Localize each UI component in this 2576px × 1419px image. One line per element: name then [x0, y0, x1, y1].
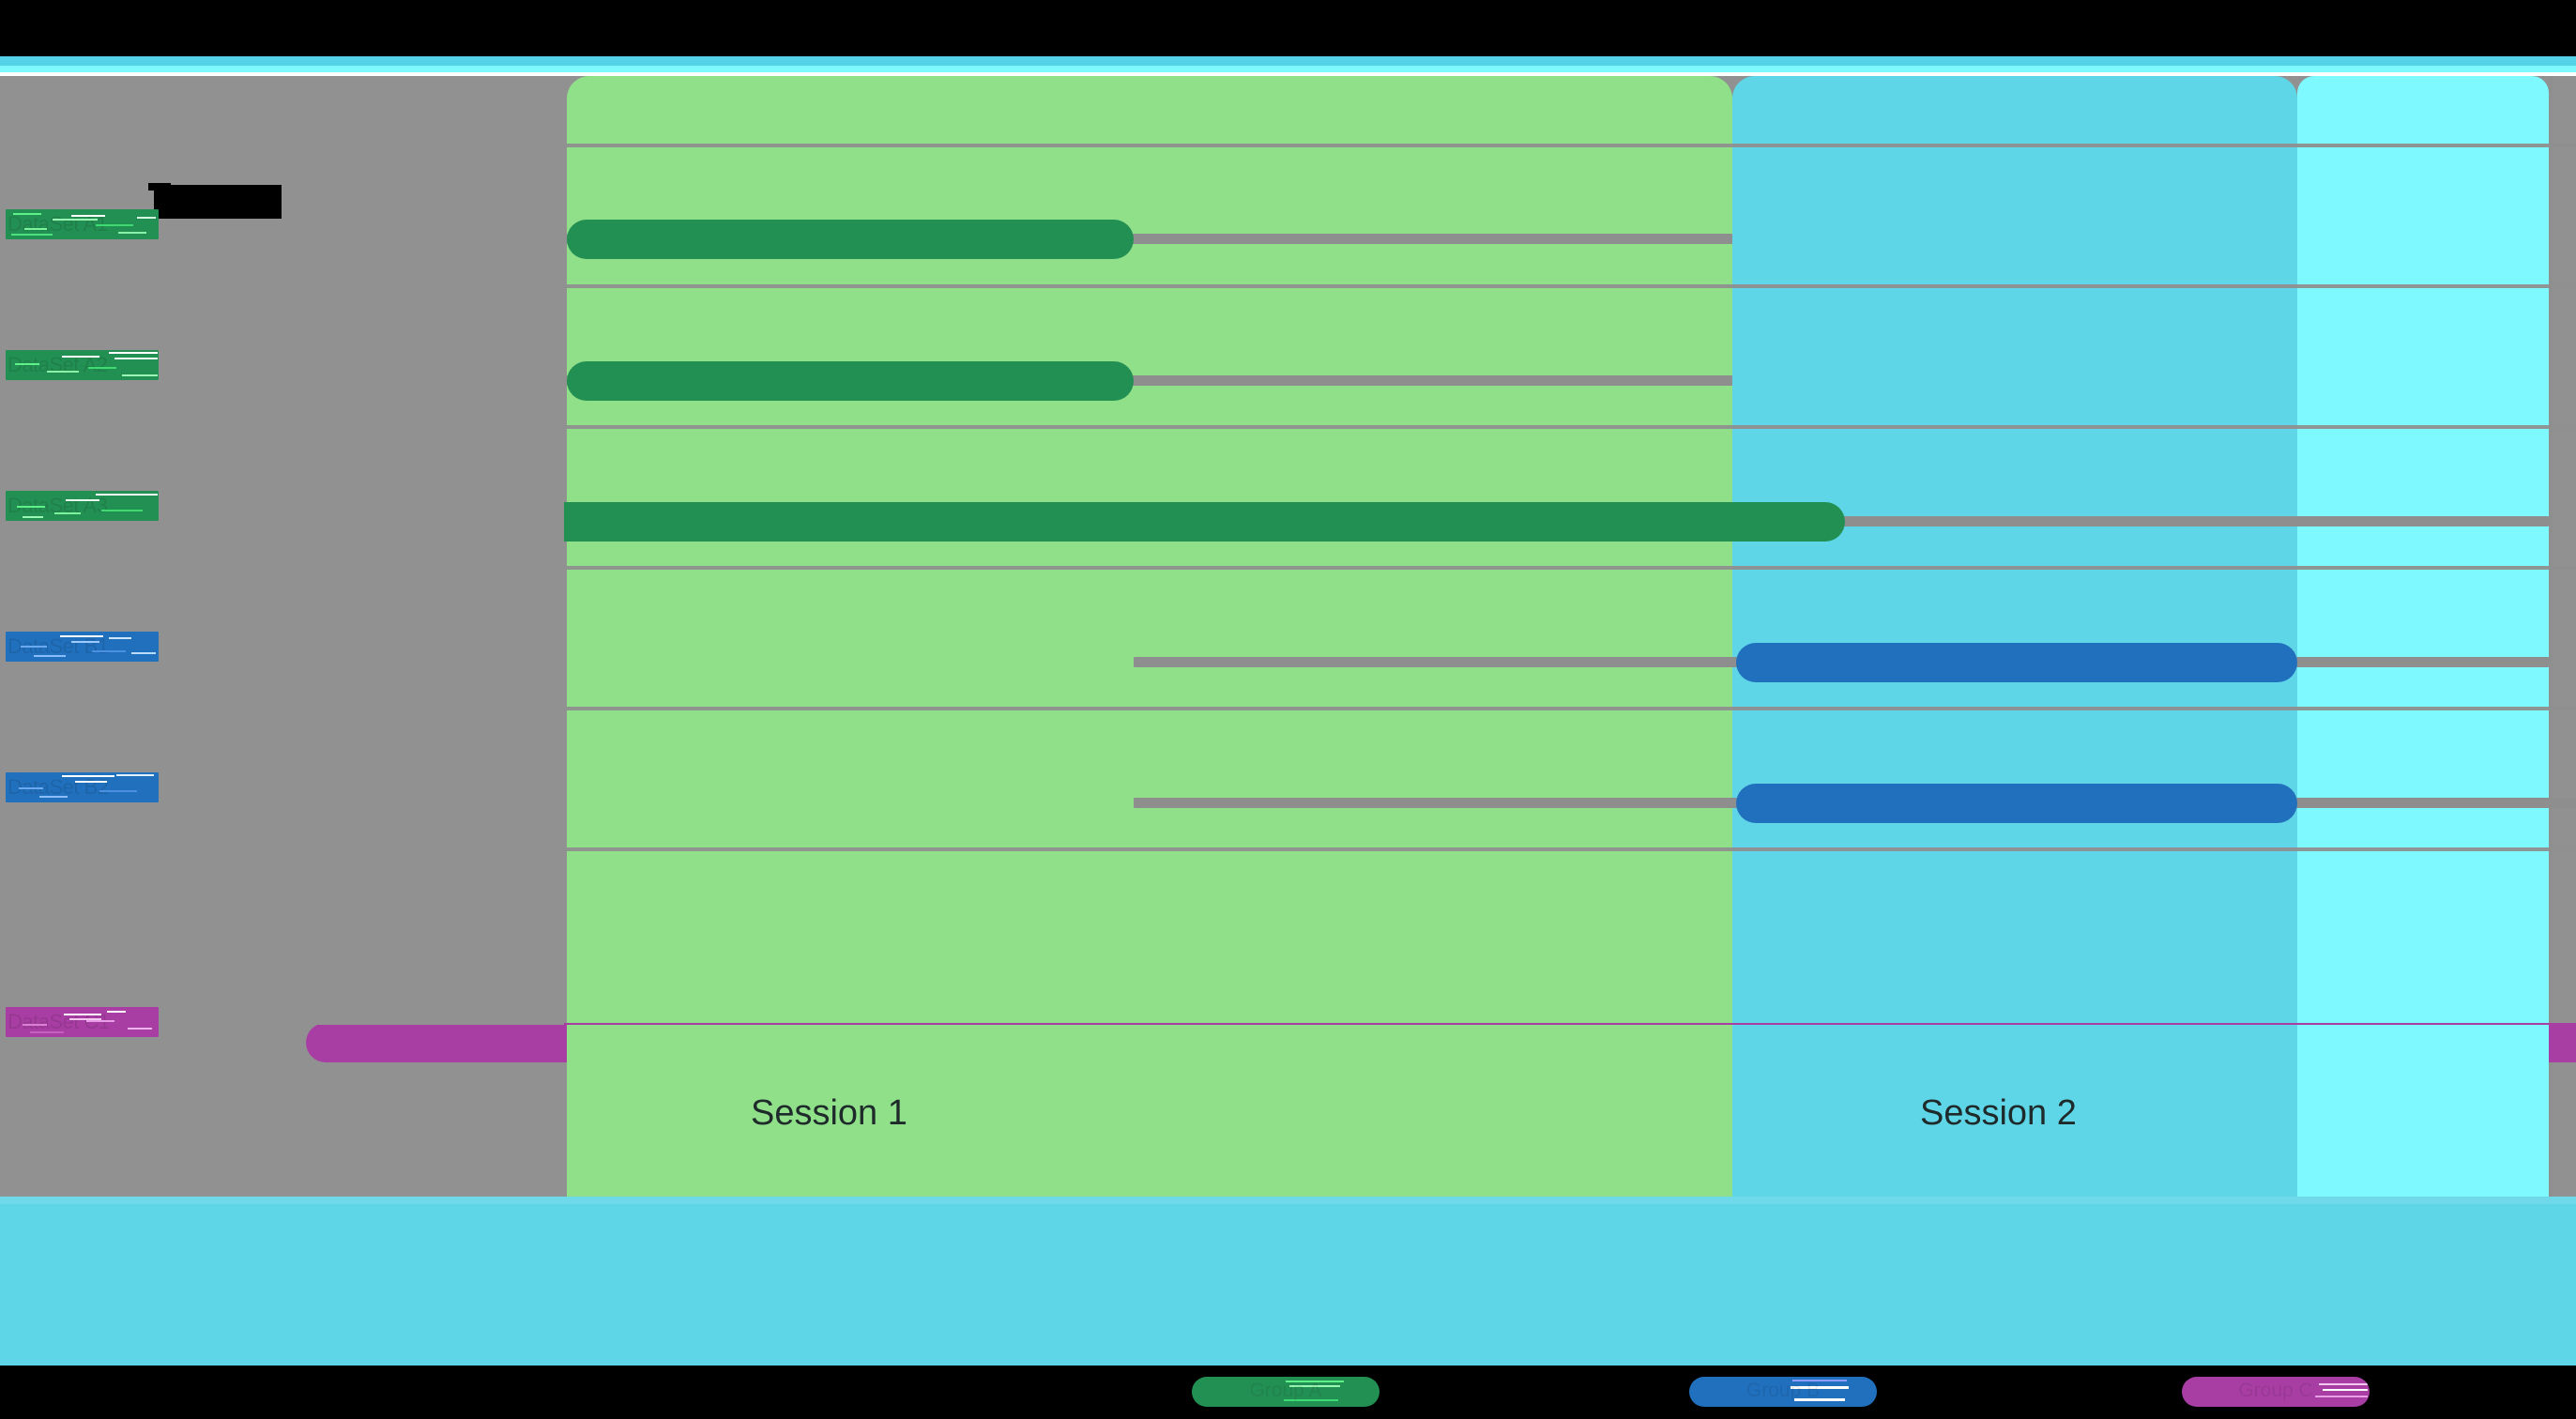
row-label-text: DataSet C1	[8, 1010, 110, 1033]
legend: Group A Group B Group C	[0, 1366, 2576, 1419]
row-label-dataset-b2[interactable]: DataSet B2	[6, 772, 159, 802]
row-label-dataset-a3[interactable]: DataSet A3	[6, 491, 159, 521]
row-track	[567, 234, 1732, 244]
plot-right-edge	[2549, 76, 2553, 1204]
bar-dataset-a1[interactable]	[567, 220, 1134, 259]
gridline	[0, 707, 2576, 710]
session-band-1	[567, 76, 1732, 1204]
row-label-text: DataSet B1	[8, 634, 109, 658]
plot-area: DataSet A1 DataSet A2	[0, 76, 2576, 1204]
row-label-dataset-a1[interactable]: DataSet A1	[6, 209, 159, 239]
session-footer-3	[2297, 1025, 2549, 1204]
gridline	[0, 144, 2576, 147]
row-label-dataset-b1[interactable]: DataSet B1	[6, 632, 159, 662]
bottom-panel	[0, 1204, 2576, 1366]
session-2-caption: Session 2	[1920, 1093, 2077, 1133]
top-accent-strip-white	[0, 72, 2576, 76]
bar-dataset-a2[interactable]	[567, 361, 1134, 401]
gridline	[0, 847, 2576, 851]
top-accent-strip-outer	[0, 56, 2576, 66]
bar-dataset-b2[interactable]	[1736, 784, 2297, 823]
session-footer-1	[567, 1025, 1732, 1204]
legend-swatch-magenta	[2182, 1377, 2370, 1407]
gridline	[0, 284, 2576, 288]
legend-label-group-a: Group A	[1249, 1380, 1322, 1401]
legend-label-group-c: Group C	[2238, 1380, 2313, 1401]
chart-title-redaction	[148, 183, 282, 219]
gridline	[0, 425, 2576, 429]
row-label-dataset-a2[interactable]: DataSet A2	[6, 350, 159, 380]
session-1-caption: Session 1	[751, 1093, 907, 1133]
row-label-dataset-c1[interactable]: DataSet C1	[6, 1007, 159, 1037]
session-footer-2	[1732, 1025, 2297, 1204]
legend-label-group-b: Group B	[1745, 1380, 1821, 1401]
gridline	[0, 566, 2576, 570]
legend-swatch-blue	[1689, 1377, 1877, 1407]
row-label-text: DataSet A2	[8, 353, 108, 376]
bar-dataset-a3[interactable]	[372, 502, 1845, 542]
row-track	[567, 375, 1732, 386]
row-label-text: DataSet A1	[8, 212, 108, 236]
row-label-text: DataSet A3	[8, 494, 108, 517]
top-accent-strip-inner	[0, 66, 2576, 72]
bottom-panel-edge	[0, 1197, 2576, 1204]
session-band-3	[2297, 76, 2549, 1204]
row-label-text: DataSet B2	[8, 775, 109, 799]
session-band-2	[1732, 76, 2297, 1204]
bar-dataset-b1[interactable]	[1736, 643, 2297, 682]
